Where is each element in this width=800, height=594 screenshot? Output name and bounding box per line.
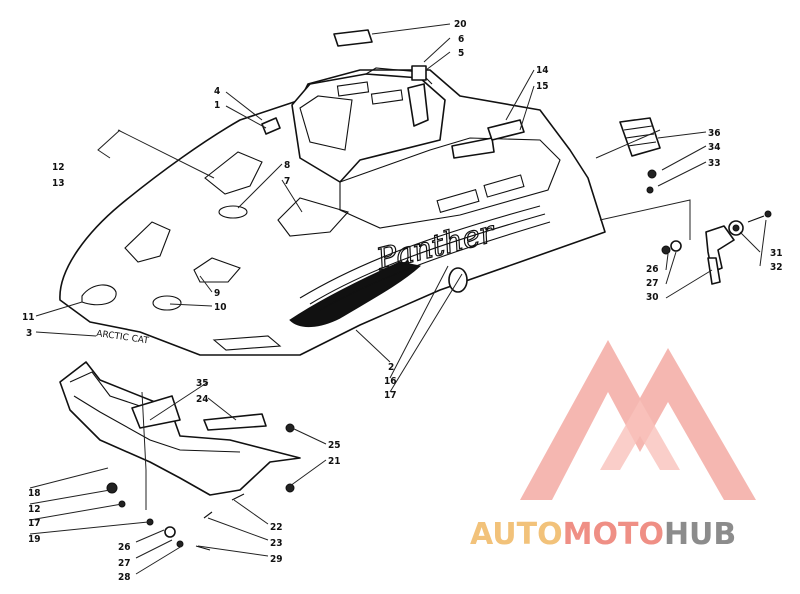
- callout-6: 6: [458, 34, 464, 45]
- front-bumper: [59, 361, 301, 551]
- callout-18: 18: [28, 488, 41, 499]
- callout-26-right: 26: [646, 264, 659, 275]
- callout-13: 13: [52, 178, 65, 189]
- callout-12-top: 12: [52, 162, 65, 173]
- callout-11: 11: [22, 312, 35, 323]
- watermark-moto: MOTO: [563, 517, 664, 552]
- callout-36: 36: [708, 128, 721, 139]
- callout-10: 10: [214, 302, 227, 313]
- watermark-hub: HUB: [664, 517, 736, 552]
- callout-28: 28: [118, 572, 131, 583]
- callout-25: 25: [328, 440, 341, 451]
- callout-21: 21: [328, 456, 341, 467]
- hood-assembly: Panther ARCTIC CAT: [59, 65, 606, 356]
- callout-27-bottom: 27: [118, 558, 131, 569]
- callout-24: 24: [196, 394, 209, 405]
- leader-lines: [29, 23, 767, 575]
- callout-2: 2: [388, 362, 394, 373]
- callout-31: 31: [770, 248, 783, 259]
- callout-17-bottom: 17: [28, 518, 41, 529]
- callout-26-bottom: 26: [118, 542, 131, 553]
- callout-17-top: 17: [384, 390, 397, 401]
- callout-29: 29: [270, 554, 283, 565]
- callout-1: 1: [214, 100, 220, 111]
- callout-34: 34: [708, 142, 721, 153]
- callout-27-right: 27: [646, 278, 659, 289]
- callout-8: 8: [284, 160, 290, 171]
- callout-14: 14: [536, 65, 549, 76]
- callout-9: 9: [214, 288, 220, 299]
- callout-30: 30: [646, 292, 659, 303]
- callouts: 20 6 5 4 1 14 15 36 34 33 12 13 8 7 31 3…: [22, 19, 783, 583]
- callout-20: 20: [454, 19, 467, 30]
- callout-32: 32: [770, 262, 783, 273]
- side-reflector: [619, 117, 661, 194]
- callout-4: 4: [214, 86, 220, 97]
- callout-7: 7: [284, 176, 290, 187]
- top-decal: [333, 29, 373, 47]
- watermark-auto: AUTO: [470, 517, 563, 552]
- callout-12-bottom: 12: [28, 504, 41, 515]
- callout-35: 35: [196, 378, 209, 389]
- callout-22: 22: [270, 522, 283, 533]
- callout-33: 33: [708, 158, 721, 169]
- callout-3: 3: [26, 328, 32, 339]
- callout-15: 15: [536, 81, 549, 92]
- callout-23: 23: [270, 538, 283, 549]
- callout-5: 5: [458, 48, 464, 59]
- hood-latch: [661, 210, 772, 285]
- automotohub-logo: [520, 340, 756, 500]
- callout-19: 19: [28, 534, 41, 545]
- svg-text:AUTOMOTOHUB: AUTOMOTOHUB: [470, 517, 736, 552]
- callout-16: 16: [384, 376, 397, 387]
- automotohub-watermark: AUTOMOTOHUB: [470, 517, 736, 552]
